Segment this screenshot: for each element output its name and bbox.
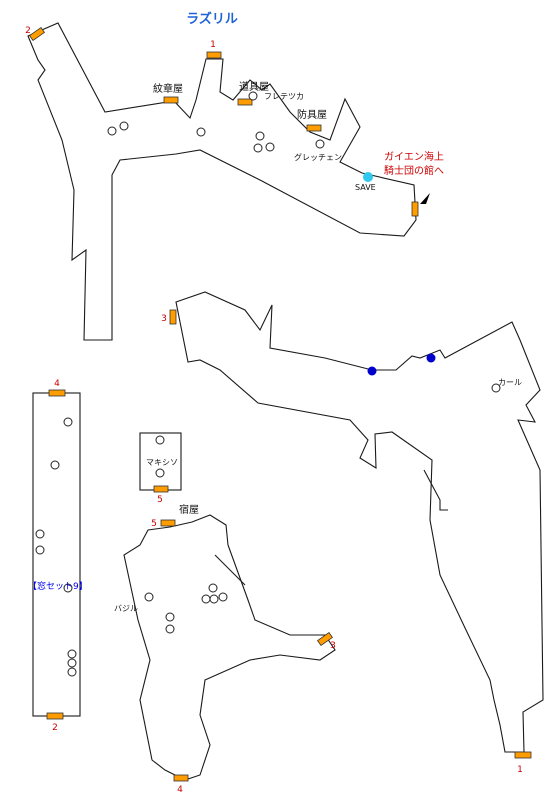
label-makishi: マキシソ [146, 458, 178, 467]
door-marker[interactable] [173, 774, 189, 782]
exit-note-line1: ガイエン海上 [384, 150, 444, 163]
town-area-outline [27, 22, 417, 341]
long-building-outline [32, 392, 81, 717]
door-marker[interactable] [514, 751, 532, 759]
inn-interior-line [214, 554, 246, 586]
door-number: 1 [210, 40, 216, 50]
npc-marker[interactable] [201, 594, 211, 604]
label-basil: バジル [114, 604, 138, 613]
label-armor-shop: 防具屋 [297, 108, 327, 121]
door-number: 5 [151, 519, 157, 529]
label-fuletsuka: フレテツカ [264, 92, 304, 101]
npc-marker[interactable] [107, 126, 117, 136]
door-marker[interactable] [46, 712, 64, 720]
door-marker[interactable] [316, 631, 334, 647]
label-save: SAVE [355, 183, 376, 192]
pier-outline [423, 469, 448, 511]
npc-marker[interactable] [50, 460, 60, 470]
npc-marker[interactable] [63, 583, 73, 593]
npc-marker[interactable] [35, 545, 45, 555]
label-inn: 宿屋 [179, 503, 199, 516]
door-marker[interactable] [206, 51, 222, 59]
map-title: ラズリル [186, 11, 238, 27]
npc-marker[interactable] [165, 612, 175, 622]
label-karl: カール [498, 378, 522, 387]
npc-marker[interactable] [208, 583, 218, 593]
door-number: 2 [25, 26, 31, 36]
save-point-icon[interactable] [363, 172, 373, 182]
door-number: 3 [330, 641, 336, 651]
door-number: 1 [517, 765, 523, 775]
door-marker[interactable] [160, 519, 176, 527]
exit-arrow-icon[interactable] [420, 193, 430, 204]
label-party-set: 【窓セット9】 [28, 580, 88, 592]
npc-marker[interactable] [119, 121, 129, 131]
npc-marker[interactable] [315, 139, 325, 149]
npc-marker[interactable] [155, 435, 165, 445]
door-number: 2 [52, 723, 58, 733]
npc-marker[interactable] [255, 131, 265, 141]
treasure-icon[interactable] [426, 353, 436, 363]
door-marker[interactable] [153, 485, 169, 493]
door-marker[interactable] [169, 309, 177, 325]
door-number: 5 [157, 495, 163, 505]
npc-marker[interactable] [196, 127, 206, 137]
door-number: 4 [54, 379, 60, 389]
npc-marker[interactable] [67, 667, 77, 677]
npc-marker[interactable] [165, 624, 175, 634]
npc-marker[interactable] [35, 529, 45, 539]
npc-marker[interactable] [218, 592, 228, 602]
right-area-outline [175, 291, 544, 753]
npc-marker[interactable] [248, 91, 258, 101]
label-gureccheen: グレッチェン [294, 152, 342, 162]
exit-note-line2: 騎士団の館へ [384, 164, 444, 177]
door-number: 4 [177, 785, 183, 795]
npc-marker[interactable] [491, 383, 501, 393]
npc-marker[interactable] [67, 658, 77, 668]
door-marker[interactable] [163, 96, 179, 104]
npc-marker[interactable] [253, 143, 263, 153]
npc-marker[interactable] [265, 142, 275, 152]
npc-marker[interactable] [209, 594, 219, 604]
door-marker[interactable] [411, 201, 419, 217]
label-item-shop: 道具屋 [239, 80, 269, 93]
door-marker[interactable] [306, 124, 322, 132]
door-number: 3 [161, 314, 167, 324]
npc-marker[interactable] [63, 417, 73, 427]
npc-marker[interactable] [67, 649, 77, 659]
label-weapon-shop: 紋章屋 [153, 82, 183, 95]
door-marker[interactable] [237, 98, 253, 106]
treasure-icon[interactable] [367, 366, 377, 376]
door-marker[interactable] [48, 389, 66, 397]
npc-marker[interactable] [155, 468, 165, 478]
door-marker[interactable] [28, 26, 46, 42]
npc-marker[interactable] [144, 592, 154, 602]
inn-area-outline [123, 514, 336, 781]
